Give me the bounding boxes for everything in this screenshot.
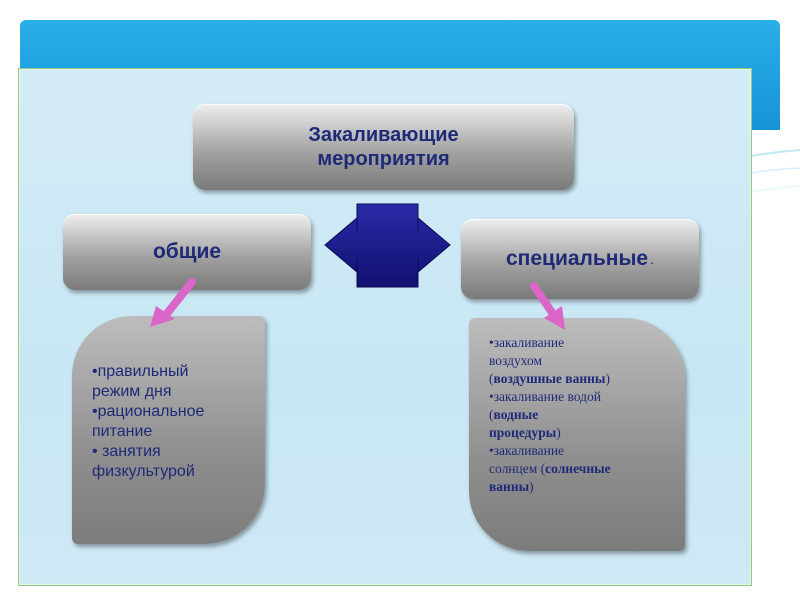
special-list-box: •закаливание воздухом (воздушные ванны) …	[469, 318, 685, 551]
special-box: специальные.	[461, 219, 699, 299]
list-item: •закаливание водой	[489, 389, 601, 404]
list-item: питание	[92, 423, 153, 440]
general-list: •правильный режим дня •рациональное пита…	[92, 362, 267, 482]
list-item: • занятия	[92, 443, 161, 460]
pink-arrow-right-icon	[530, 282, 565, 330]
list-item: •рациональное	[92, 403, 205, 420]
list-item: •правильный	[92, 363, 189, 380]
pink-arrow-left-icon	[150, 278, 196, 327]
list-item: процедуры)	[489, 425, 561, 440]
list-item: ванны)	[489, 479, 534, 494]
general-label: общие	[152, 240, 222, 263]
title-box: Закаливающие мероприятия	[193, 104, 574, 190]
list-item: (водные	[489, 407, 539, 422]
special-label: специальные	[506, 247, 649, 270]
list-item: солнцем (солнечные	[489, 461, 611, 476]
list-item: режим дня	[92, 383, 172, 400]
list-item: •закаливание	[489, 335, 565, 350]
diagram-title: Закаливающие мероприятия	[308, 124, 459, 170]
general-list-box: •правильный режим дня •рациональное пита…	[72, 316, 265, 544]
list-item: физкультурой	[92, 463, 195, 480]
list-item: •закаливание	[489, 443, 565, 458]
special-label-dot: .	[650, 251, 654, 267]
double-arrow-icon	[324, 203, 451, 288]
list-item: (воздушные ванны)	[489, 371, 610, 386]
general-box: общие	[63, 214, 311, 290]
list-item: воздухом	[489, 353, 543, 368]
special-list: •закаливание воздухом (воздушные ванны) …	[489, 334, 679, 496]
